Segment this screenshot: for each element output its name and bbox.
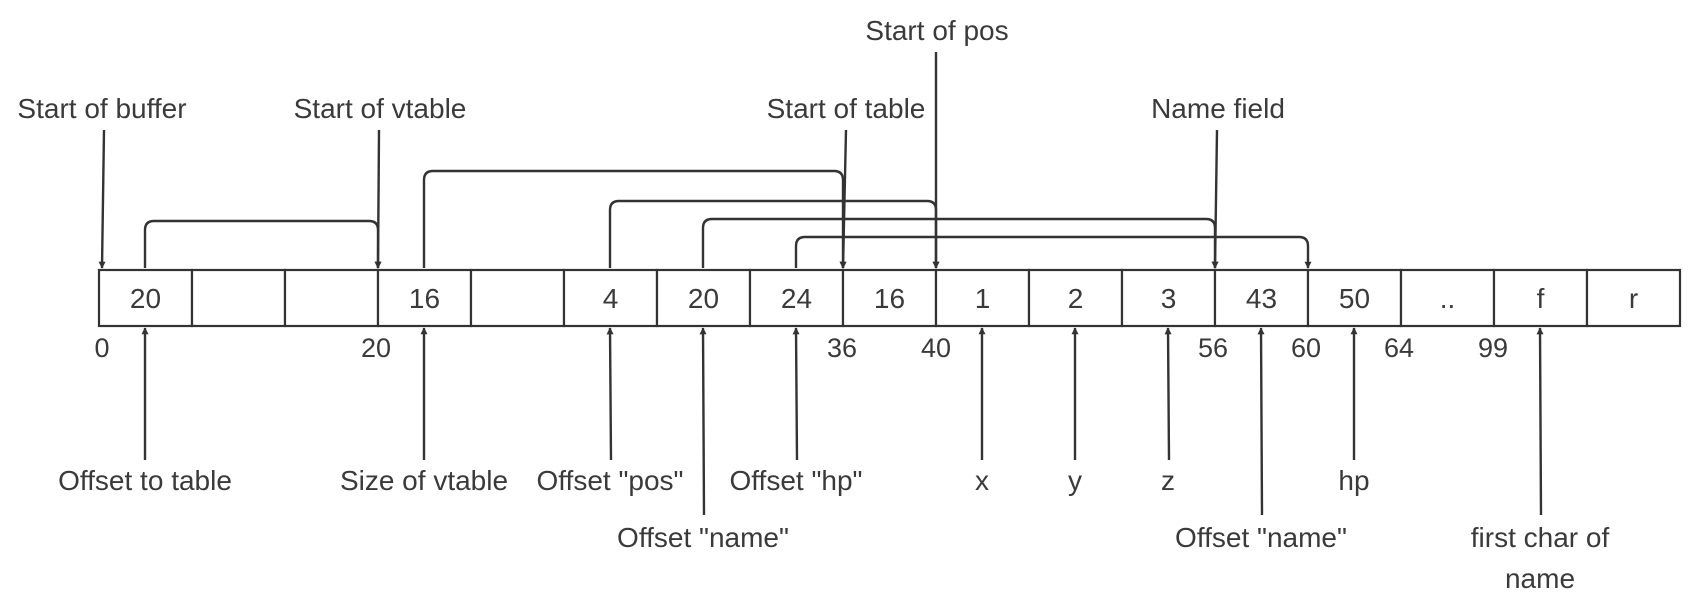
buffer-cell: 4 [562, 268, 659, 328]
start-of-buffer-label: Start of buffer [17, 93, 186, 124]
buffer-cell: 16 [376, 268, 473, 328]
cell-value: 43 [1246, 283, 1277, 314]
connector-hp-field [794, 235, 1312, 269]
first-char-label-line2: name [1505, 563, 1575, 594]
offset-connectors [143, 169, 1312, 269]
position-label: 60 [1291, 333, 1321, 363]
offset-name-label: Offset "name" [617, 522, 789, 553]
buffer-cell: 20 [655, 268, 752, 328]
cell-value: 2 [1068, 283, 1084, 314]
start-of-table-label: Start of table [767, 93, 926, 124]
offset-name-2-arrow [1257, 327, 1265, 516]
cell-value: 1 [975, 283, 991, 314]
buffer-cell: 50 [1306, 268, 1403, 328]
position-label: 40 [921, 333, 951, 363]
byte-positions: 0 20 36 40 56 60 64 99 [94, 333, 1508, 363]
connector-offset-to-vtable [143, 219, 382, 269]
connector-pos-field [608, 199, 940, 269]
position-label: 20 [361, 333, 391, 363]
x-label: x [975, 465, 989, 496]
cell-value: 50 [1339, 283, 1370, 314]
top-pointers [98, 52, 1219, 269]
offset-name-arrow [699, 327, 707, 516]
buffer-cell: r [1585, 268, 1682, 328]
buffer-cell: 16 [841, 268, 938, 328]
offset-pos-label: Offset "pos" [537, 465, 684, 496]
buffer-cell: 20 [97, 268, 194, 328]
offset-pos-arrow [606, 327, 614, 461]
cell-value: 24 [781, 283, 812, 314]
size-of-vtable-label: Size of vtable [340, 465, 508, 496]
buffer-cells: 20 16 4 20 24 16 1 2 3 43 50 .. f r [97, 268, 1682, 328]
name-field-arrow [1211, 129, 1219, 269]
connector-size-to-table [422, 169, 847, 269]
offset-name-2-label: Offset "name" [1175, 522, 1347, 553]
y-label: y [1068, 465, 1082, 496]
start-of-vtable-arrow [374, 129, 382, 269]
buffer-cell [190, 268, 287, 328]
cell-value: .. [1440, 283, 1456, 314]
position-label: 0 [94, 333, 109, 363]
position-label: 64 [1384, 333, 1414, 363]
cell-value: 4 [603, 283, 619, 314]
z-label: z [1161, 465, 1175, 496]
cell-value: 20 [130, 283, 161, 314]
position-label: 56 [1198, 333, 1228, 363]
start-of-buffer-arrow [98, 129, 106, 269]
buffer-cell: 43 [1213, 268, 1310, 328]
cell-value: 20 [688, 283, 719, 314]
start-of-table-arrow [839, 129, 848, 269]
cell-value: f [1537, 283, 1545, 314]
cell-value: 16 [409, 283, 440, 314]
start-of-vtable-label: Start of vtable [294, 93, 467, 124]
cell-value: 16 [874, 283, 905, 314]
offset-hp-label: Offset "hp" [730, 465, 863, 496]
offset-to-table-label: Offset to table [58, 465, 232, 496]
buffer-cell: 3 [1120, 268, 1217, 328]
buffer-cell [283, 268, 380, 328]
first-char-arrow [1536, 327, 1544, 516]
top-labels: Start of buffer Start of vtable Start of… [17, 15, 1284, 124]
buffer-cell: f [1492, 268, 1589, 328]
buffer-cell: .. [1399, 268, 1496, 328]
first-char-label-line1: first char of [1471, 522, 1610, 553]
offset-hp-arrow [792, 327, 800, 461]
connector-name-field [701, 217, 1219, 269]
buffer-cell: 24 [748, 268, 845, 328]
name-field-label: Name field [1151, 93, 1285, 124]
buffer-cell: 1 [934, 268, 1031, 328]
start-of-pos-label: Start of pos [865, 15, 1008, 46]
cell-value: r [1629, 283, 1638, 314]
hp-label: hp [1338, 465, 1369, 496]
z-arrow [1164, 327, 1172, 461]
bottom-labels: Offset to table Size of vtable Offset "p… [58, 465, 1609, 594]
position-label: 99 [1478, 333, 1508, 363]
buffer-cell [469, 268, 566, 328]
bottom-pointers [141, 327, 1544, 516]
cell-value: 3 [1161, 283, 1177, 314]
buffer-cell: 2 [1027, 268, 1124, 328]
position-label: 36 [827, 333, 857, 363]
